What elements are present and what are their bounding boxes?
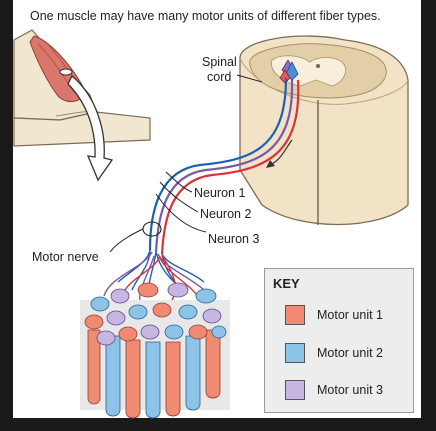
neuron-2-label: Neuron 2 (200, 207, 252, 221)
spinal-cord-label-line-2: cord (207, 70, 232, 84)
figure-caption: One muscle may have many motor units of … (30, 9, 381, 23)
muscle-fiber-bundle (80, 282, 230, 419)
motor-nerve-label: Motor nerve (32, 250, 99, 264)
neuron-3-axon (160, 79, 300, 255)
neuron-2-axon (154, 79, 294, 253)
swatch-motor-unit-1 (285, 305, 305, 325)
swatch-motor-unit-3 (285, 380, 305, 400)
zoom-arrow (67, 74, 114, 182)
swatch-motor-unit-2 (285, 343, 305, 363)
key-label-motor-unit-3: Motor unit 3 (317, 383, 384, 397)
spinal-cord-label-line-1: Spinal (202, 55, 237, 69)
key-label-motor-unit-2: Motor unit 2 (317, 346, 384, 360)
neuron-3-label: Neuron 3 (208, 232, 260, 246)
leader-lines (109, 74, 263, 253)
arm-illustration (13, 29, 151, 147)
key-legend: KEY Motor unit 1 Motor unit 2 Motor unit… (264, 268, 414, 413)
spinal-cord-section (239, 35, 409, 226)
neuron-1-axon (148, 77, 288, 251)
neuron-1-label: Neuron 1 (194, 186, 246, 200)
key-title: KEY (273, 276, 300, 291)
key-label-motor-unit-1: Motor unit 1 (317, 308, 384, 322)
